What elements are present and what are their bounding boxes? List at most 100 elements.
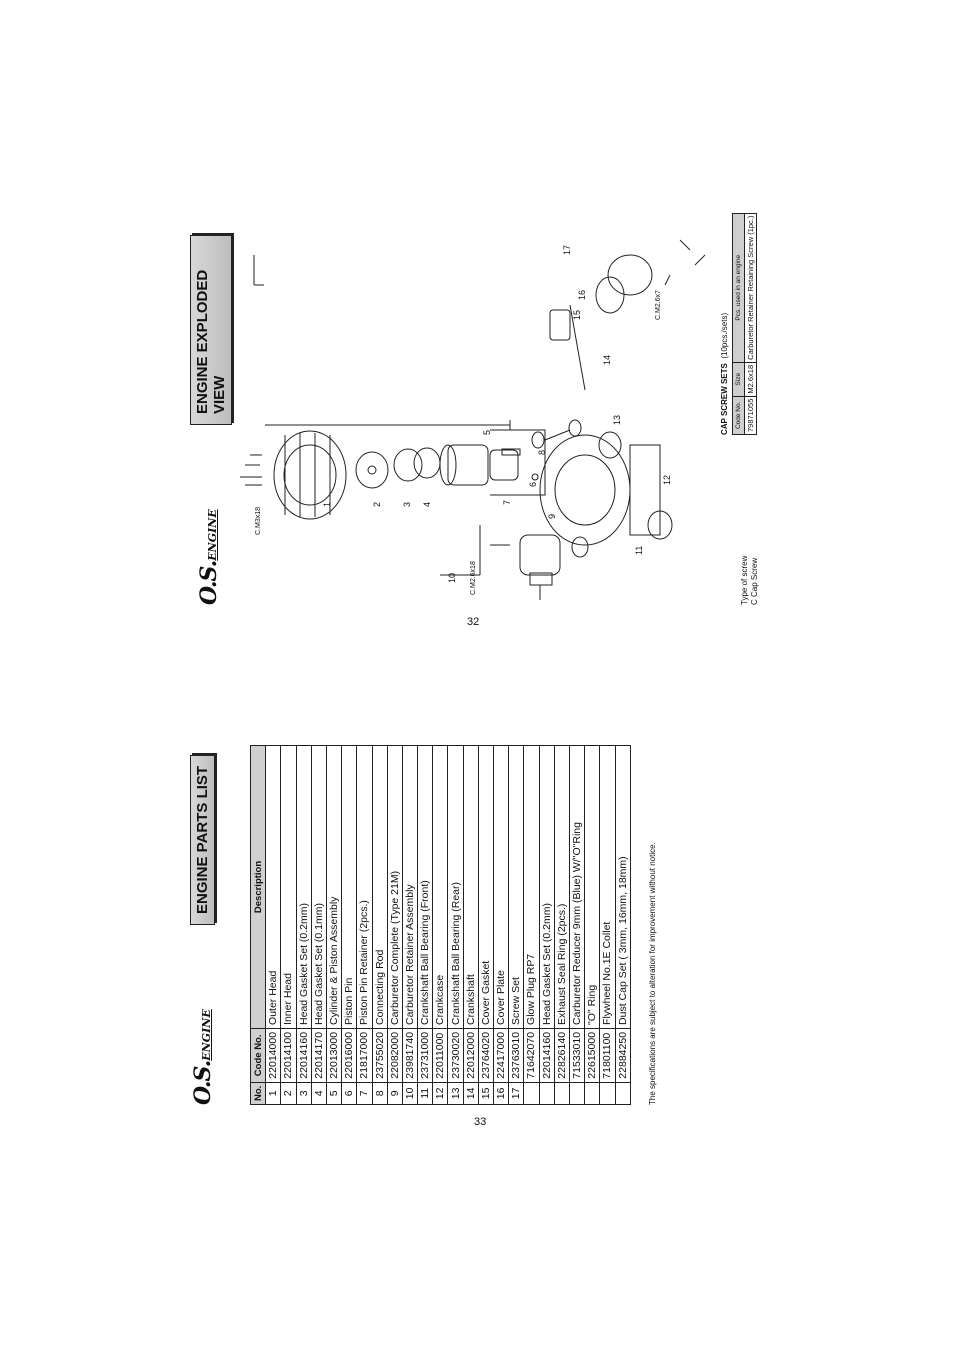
- part-no: 11: [417, 1082, 433, 1105]
- part-no: 15: [478, 1082, 494, 1105]
- part-code: 21817000: [356, 1028, 372, 1083]
- part-desc: Piston Pin Retainer (2pcs.): [356, 745, 372, 1029]
- part-desc: Glow Plug RP7: [523, 745, 540, 1029]
- part-no: 4: [311, 1082, 327, 1105]
- callout-15: 15: [572, 310, 582, 320]
- front-bearing-drawing: [647, 510, 673, 540]
- cover-gasket-drawing: [595, 276, 625, 314]
- cap-screw-title: CAP SCREW SETS (10pcs./sets): [720, 312, 729, 435]
- os-engine-logo: O.S.ENGINE: [190, 1009, 216, 1105]
- part-no: 14: [463, 1082, 479, 1105]
- part-desc: Dust Cap Set ( 3mm, 16mm, 18mm): [615, 745, 631, 1029]
- parts-list-title: ENGINE PARTS LIST: [190, 754, 215, 925]
- part-code: 22014100: [280, 1028, 297, 1083]
- screw-label-head: C.M3x18: [255, 507, 262, 535]
- part-desc: Head Gasket Set (0.2mm): [539, 745, 555, 1029]
- col-code: Code No.: [250, 1028, 266, 1083]
- cap-screw-sets: Type of screw C Cap Screw CAP SCREW SETS…: [720, 213, 780, 605]
- part-desc: Cylinder & Piston Assembly: [326, 745, 342, 1029]
- callout-10: 10: [447, 573, 457, 583]
- part-desc: Crankcase: [432, 745, 448, 1029]
- part-code: 22014170: [311, 1028, 327, 1083]
- part-callouts: 1 2 3 4 5 6 7 8 9 10 11 12 13 14 15 16 1…: [255, 245, 672, 595]
- callout-12: 12: [662, 475, 672, 485]
- screw-type-legend: Type of screw C Cap Screw: [740, 556, 760, 605]
- part-desc: Crankshaft Ball Bearing (Rear): [447, 745, 464, 1029]
- piston-pin-retainer-drawing: [531, 473, 539, 481]
- callout-6: 6: [528, 482, 538, 487]
- table-row: 79871055 M2.6x18 Carburetor Retainer Ret…: [744, 213, 757, 435]
- cap-screw-table: Code No. Size Pcs. used in an engine 798…: [732, 213, 757, 435]
- callout-14: 14: [602, 355, 612, 365]
- connecting-rod-drawing: [531, 419, 582, 449]
- part-code: 22013000: [326, 1028, 342, 1083]
- part-no: [584, 1082, 600, 1105]
- part-code: 22014160: [296, 1028, 312, 1083]
- part-desc: Crankshaft: [463, 745, 479, 1029]
- part-no: 10: [402, 1082, 418, 1105]
- screw-label-cover: C.M2.6x7: [655, 290, 662, 320]
- part-code: 23731000: [417, 1028, 433, 1083]
- part-no: [569, 1082, 585, 1105]
- part-desc: "O" Ring: [584, 745, 600, 1029]
- screw-type-value: C Cap Screw: [750, 557, 759, 605]
- crankcase-drawing: [539, 434, 661, 546]
- part-code: 22014000: [265, 1028, 281, 1083]
- callout-17: 17: [562, 245, 572, 255]
- callout-3: 3: [402, 502, 412, 507]
- part-desc: Head Gasket Set (0.2mm): [296, 745, 312, 1029]
- part-no: [615, 1082, 631, 1105]
- cap-col-size: Size: [732, 362, 745, 397]
- callout-11: 11: [634, 546, 644, 555]
- part-desc: Exhaust Seal Ring (2pcs.): [554, 745, 570, 1029]
- part-desc: Crankshaft Ball Bearing (Front): [417, 745, 433, 1029]
- page-number-33: 33: [474, 1116, 487, 1128]
- head-gasket-0-1: [413, 447, 441, 479]
- part-code: 23763010: [508, 1028, 524, 1083]
- part-desc: Inner Head: [280, 745, 297, 1029]
- rear-bearing-drawing: [598, 431, 622, 459]
- part-code: 23764020: [478, 1028, 494, 1083]
- part-no: [599, 1082, 615, 1105]
- part-code: 22014160: [539, 1028, 555, 1083]
- callout-7: 7: [502, 500, 512, 505]
- part-code: 71801100: [599, 1028, 615, 1083]
- inner-head-drawing: [355, 451, 389, 489]
- part-desc: Carburetor Retainer Assembly: [402, 745, 418, 1029]
- part-desc: Screw Set: [508, 745, 524, 1029]
- part-desc: Connecting Rod: [372, 745, 388, 1029]
- part-no: 8: [372, 1082, 388, 1105]
- part-code: 71642070: [523, 1028, 540, 1083]
- part-code: 22417000: [493, 1028, 509, 1083]
- part-no: 12: [432, 1082, 448, 1105]
- specifications-note: The specifications are subject to altera…: [648, 842, 657, 1105]
- callout-9: 9: [547, 514, 557, 519]
- callout-16: 16: [577, 290, 587, 300]
- part-code: 23981740: [402, 1028, 418, 1083]
- part-code: 22884250: [615, 1028, 631, 1083]
- part-desc: Carburetor Reducer 9mm (Blue) W/"O"Ring: [569, 745, 585, 1029]
- part-code: 22615000: [584, 1028, 600, 1083]
- outer-head-drawing: [273, 430, 347, 520]
- part-code: 22011000: [432, 1028, 448, 1083]
- part-desc: Outer Head: [265, 745, 281, 1029]
